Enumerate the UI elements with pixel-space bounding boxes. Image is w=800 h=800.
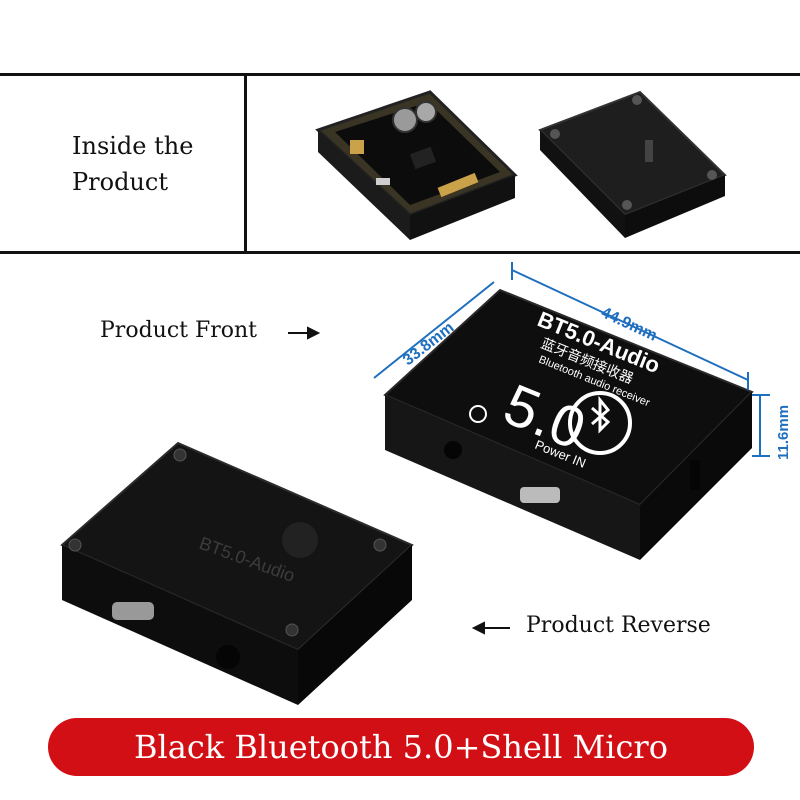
empty-case-lid	[538, 90, 727, 238]
product-front-label: Product Front	[100, 318, 258, 343]
dimension-lines	[373, 262, 770, 457]
product-reverse-label: Product Reverse	[526, 613, 711, 638]
table-bottom-border	[0, 251, 800, 254]
open-case-with-pcb	[315, 90, 518, 240]
table-top-border	[0, 73, 800, 76]
reverse-arrow-icon	[471, 621, 510, 635]
front-arrow-icon	[288, 326, 321, 340]
device-front	[383, 288, 754, 560]
product-banner: Black Bluetooth 5.0+Shell Micro	[48, 718, 754, 776]
table-column-divider	[244, 73, 247, 254]
inside-product-label: Inside the Product	[72, 132, 194, 196]
dimension-height: 11.6mm	[775, 405, 792, 460]
device-reverse	[60, 441, 414, 705]
